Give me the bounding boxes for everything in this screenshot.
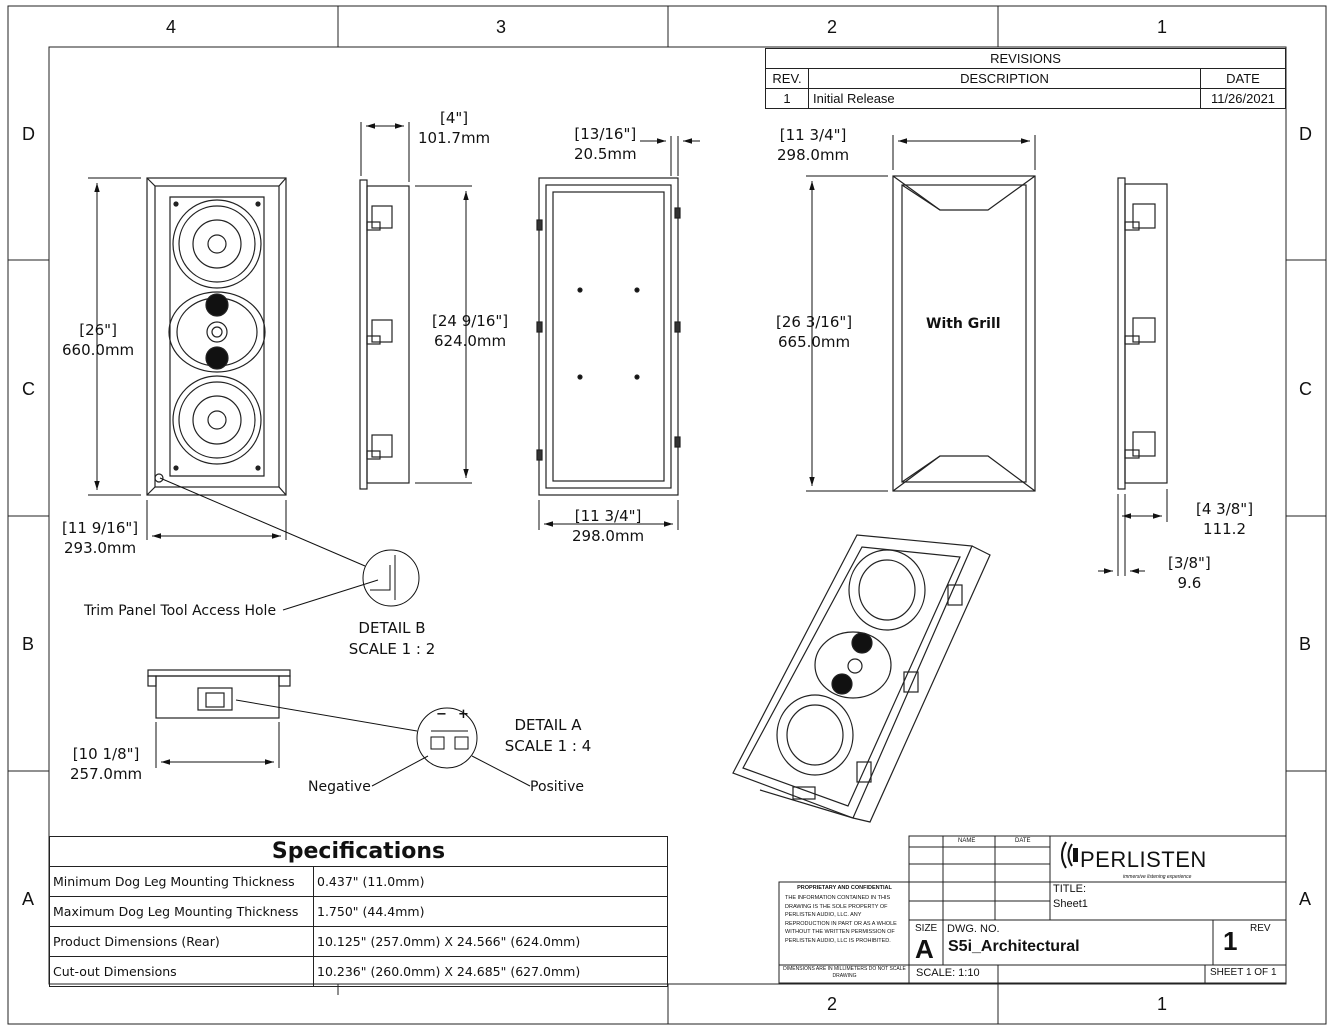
grill-view (892, 175, 1036, 492)
proprietary-text: THE INFORMATION CONTAINED IN THIS DRAWIN… (785, 895, 897, 944)
minus-symbol: − (436, 707, 447, 722)
side2-flange-dimension: [3/8"]9.6 (1168, 554, 1211, 592)
side2-depth-dimension: [4 3/8"]111.2 (1196, 500, 1254, 538)
specifications-table: Specifications Minimum Dog Leg Mounting … (49, 836, 668, 987)
positive-label: Positive (530, 779, 584, 795)
proprietary-title: PROPRIETARY AND CONFIDENTIAL (797, 885, 892, 891)
front-width-dimension: [11 9/16"]293.0mm (62, 519, 139, 557)
specifications-title: Specifications (49, 836, 668, 867)
trim-panel-label: Trim Panel Tool Access Hole (84, 603, 277, 619)
column-label-4: 4 (166, 17, 177, 37)
brand-name: PERLISTEN (1080, 847, 1207, 872)
rear-flange-dimension: [13/16"]20.5mm (574, 125, 637, 163)
column-label-1: 1 (1157, 17, 1168, 37)
rev-value: 1 (1223, 926, 1238, 956)
revision-date: 11/26/2021 (1200, 88, 1286, 109)
grill-height-dimension: [26 3/16"]665.0mm (776, 313, 853, 351)
front-view (146, 177, 287, 496)
with-grill-label: With Grill (926, 316, 1001, 332)
title-value: Sheet1 (1053, 898, 1088, 910)
brand-tagline: immersive listening experience (1123, 874, 1192, 880)
row-label-a: A (22, 889, 35, 909)
plus-symbol: + (458, 707, 469, 722)
bottom-column-label-2: 2 (827, 994, 838, 1014)
sheet-value: SHEET 1 OF 1 (1210, 967, 1277, 978)
column-label-2: 2 (827, 17, 838, 37)
outer-frame (7, 5, 1327, 1025)
side-height-dimension: [24 9/16"]624.0mm (432, 312, 509, 350)
spec-value: 10.236" (260.0mm) X 24.685" (627.0mm) (313, 956, 668, 987)
side-view (359, 179, 410, 490)
scale-note: DIMENSIONS ARE IN MILLIMETERS DO NOT SCA… (783, 966, 906, 979)
row-label-a-right: A (1299, 889, 1312, 909)
negative-label: Negative (308, 779, 371, 795)
title-label: TITLE: (1053, 883, 1087, 895)
date-header: DATE (1015, 838, 1031, 844)
bottom-view (147, 669, 291, 719)
row-label-b-right: B (1299, 634, 1312, 654)
row-label-c: C (22, 379, 35, 399)
dwg-number: S5i_Architectural (948, 938, 1080, 955)
perlisten-logo-icon (1056, 838, 1080, 872)
rear-width-dimension: [11 3/4"]298.0mm (572, 507, 645, 545)
spec-value: 1.750" (44.4mm) (313, 896, 668, 927)
spec-label: Minimum Dog Leg Mounting Thickness (49, 866, 314, 897)
table-row: 1 Initial Release 11/26/2021 (765, 88, 1286, 109)
isometric-view (732, 534, 991, 823)
spec-label: Maximum Dog Leg Mounting Thickness (49, 896, 314, 927)
row-label-d-right: D (1299, 124, 1312, 144)
row-label-c-right: C (1299, 379, 1312, 399)
row-label-d: D (22, 124, 35, 144)
rear-view (536, 177, 681, 496)
dwg-label: DWG. NO. (947, 923, 1000, 935)
side-view-2 (1117, 177, 1168, 490)
revision-description: Initial Release (808, 88, 1201, 109)
revisions-table: REVISIONS REV. DESCRIPTION DATE 1 Initia… (765, 48, 1286, 109)
column-label-3: 3 (496, 17, 507, 37)
scale-value: SCALE: 1:10 (916, 967, 980, 979)
name-header: NAME (958, 838, 976, 844)
size-value: A (915, 934, 934, 964)
spec-label: Product Dimensions (Rear) (49, 926, 314, 957)
size-label: SIZE (915, 923, 938, 934)
grill-width-dimension: [11 3/4"]298.0mm (777, 126, 850, 164)
spec-value: 10.125" (257.0mm) X 24.566" (624.0mm) (313, 926, 668, 957)
row-label-b: B (22, 634, 35, 654)
bottom-width-dimension: [10 1/8"]257.0mm (70, 745, 143, 783)
spec-label: Cut-out Dimensions (49, 956, 314, 987)
side-depth-dimension: [4"]101.7mm (418, 109, 491, 147)
bottom-column-label-1: 1 (1157, 994, 1168, 1014)
table-row: Product Dimensions (Rear)10.125" (257.0m… (49, 926, 668, 957)
rev-label: REV (1250, 923, 1271, 934)
front-height-dimension: [26"]660.0mm (62, 321, 135, 359)
